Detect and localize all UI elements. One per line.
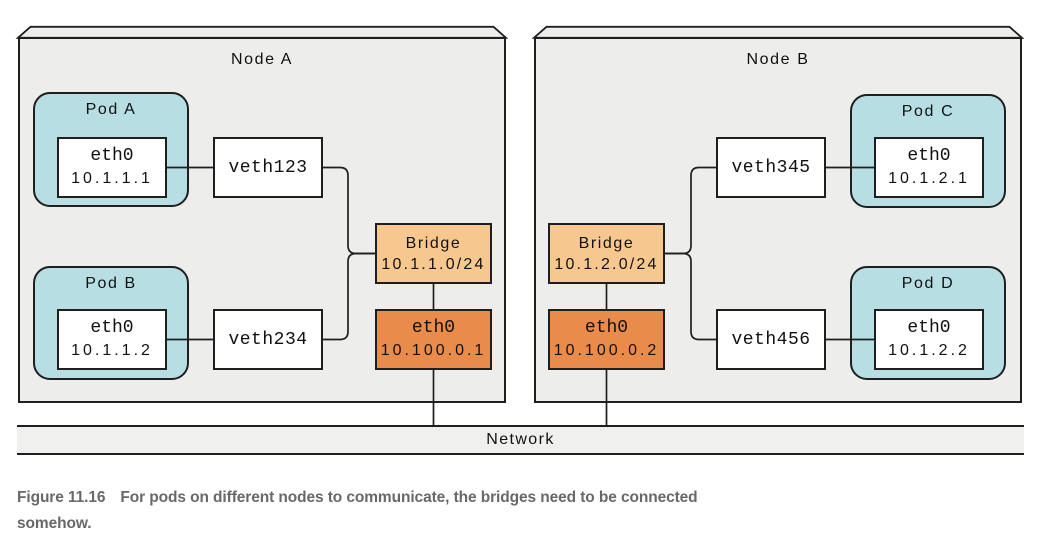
node-b-eth-box: eth0 10.100.0.2 — [548, 309, 665, 370]
pod-b-eth-iface: eth0 — [90, 318, 134, 338]
pod-a-eth-box: eth0 10.1.1.1 — [57, 137, 167, 198]
node-a-eth-iface: eth0 — [411, 318, 456, 338]
node-b-title: Node B — [746, 51, 810, 68]
bridge-a-cidr: 10.1.1.0/24 — [381, 255, 486, 273]
veth123-label: veth123 — [228, 157, 308, 178]
pod-a-label: Pod A — [85, 101, 137, 118]
pod-c-eth-ip: 10.1.2.1 — [888, 170, 970, 187]
pod-a-eth-iface: eth0 — [90, 146, 134, 166]
bridge-b-box: Bridge 10.1.2.0/24 — [548, 223, 665, 284]
caption-figure-number: Figure 11.16 — [17, 489, 106, 506]
pod-b-label: Pod B — [85, 275, 137, 292]
bridge-b-label: Bridge — [578, 234, 635, 252]
node-a-eth-ip: 10.100.0.1 — [380, 342, 487, 359]
node-b-eth-iface: eth0 — [584, 318, 629, 338]
bridge-b-cidr: 10.1.2.0/24 — [554, 255, 659, 273]
bridge-a-box: Bridge 10.1.1.0/24 — [375, 223, 492, 284]
node-b-eth-ip: 10.100.0.2 — [553, 342, 660, 359]
figure-caption: Figure 11.16 For pods on different nodes … — [17, 485, 817, 537]
pod-d-eth-ip: 10.1.2.2 — [888, 342, 970, 359]
pod-d-eth-box: eth0 10.1.2.2 — [874, 309, 984, 370]
pod-c-eth-box: eth0 10.1.2.1 — [874, 137, 984, 198]
node-a-title: Node A — [230, 51, 294, 68]
node-a-eth-box: eth0 10.100.0.1 — [375, 309, 492, 370]
pod-c-label: Pod C — [901, 103, 955, 120]
pod-b-eth-ip: 10.1.1.2 — [71, 342, 153, 359]
veth456-box: veth456 — [716, 309, 826, 370]
veth234-label: veth234 — [228, 329, 308, 350]
veth234-box: veth234 — [213, 309, 323, 370]
network-bar: Network — [17, 425, 1024, 455]
caption-line-2: somehow. — [17, 511, 817, 537]
caption-text-line2: somehow. — [17, 515, 92, 532]
pod-a-eth-ip: 10.1.1.1 — [71, 170, 153, 187]
bridge-a-label: Bridge — [405, 234, 462, 252]
network-label: Network — [486, 431, 555, 448]
veth123-box: veth123 — [213, 137, 323, 198]
caption-text-line1: For pods on different nodes to communica… — [120, 489, 698, 506]
pod-b-eth-box: eth0 10.1.1.2 — [57, 309, 167, 370]
veth345-box: veth345 — [716, 137, 826, 198]
pod-c-eth-iface: eth0 — [907, 146, 951, 166]
pod-d-label: Pod D — [901, 275, 955, 292]
caption-line-1: Figure 11.16 For pods on different nodes … — [17, 485, 817, 511]
veth345-label: veth345 — [731, 157, 811, 178]
pod-d-eth-iface: eth0 — [907, 318, 951, 338]
veth456-label: veth456 — [731, 329, 811, 350]
